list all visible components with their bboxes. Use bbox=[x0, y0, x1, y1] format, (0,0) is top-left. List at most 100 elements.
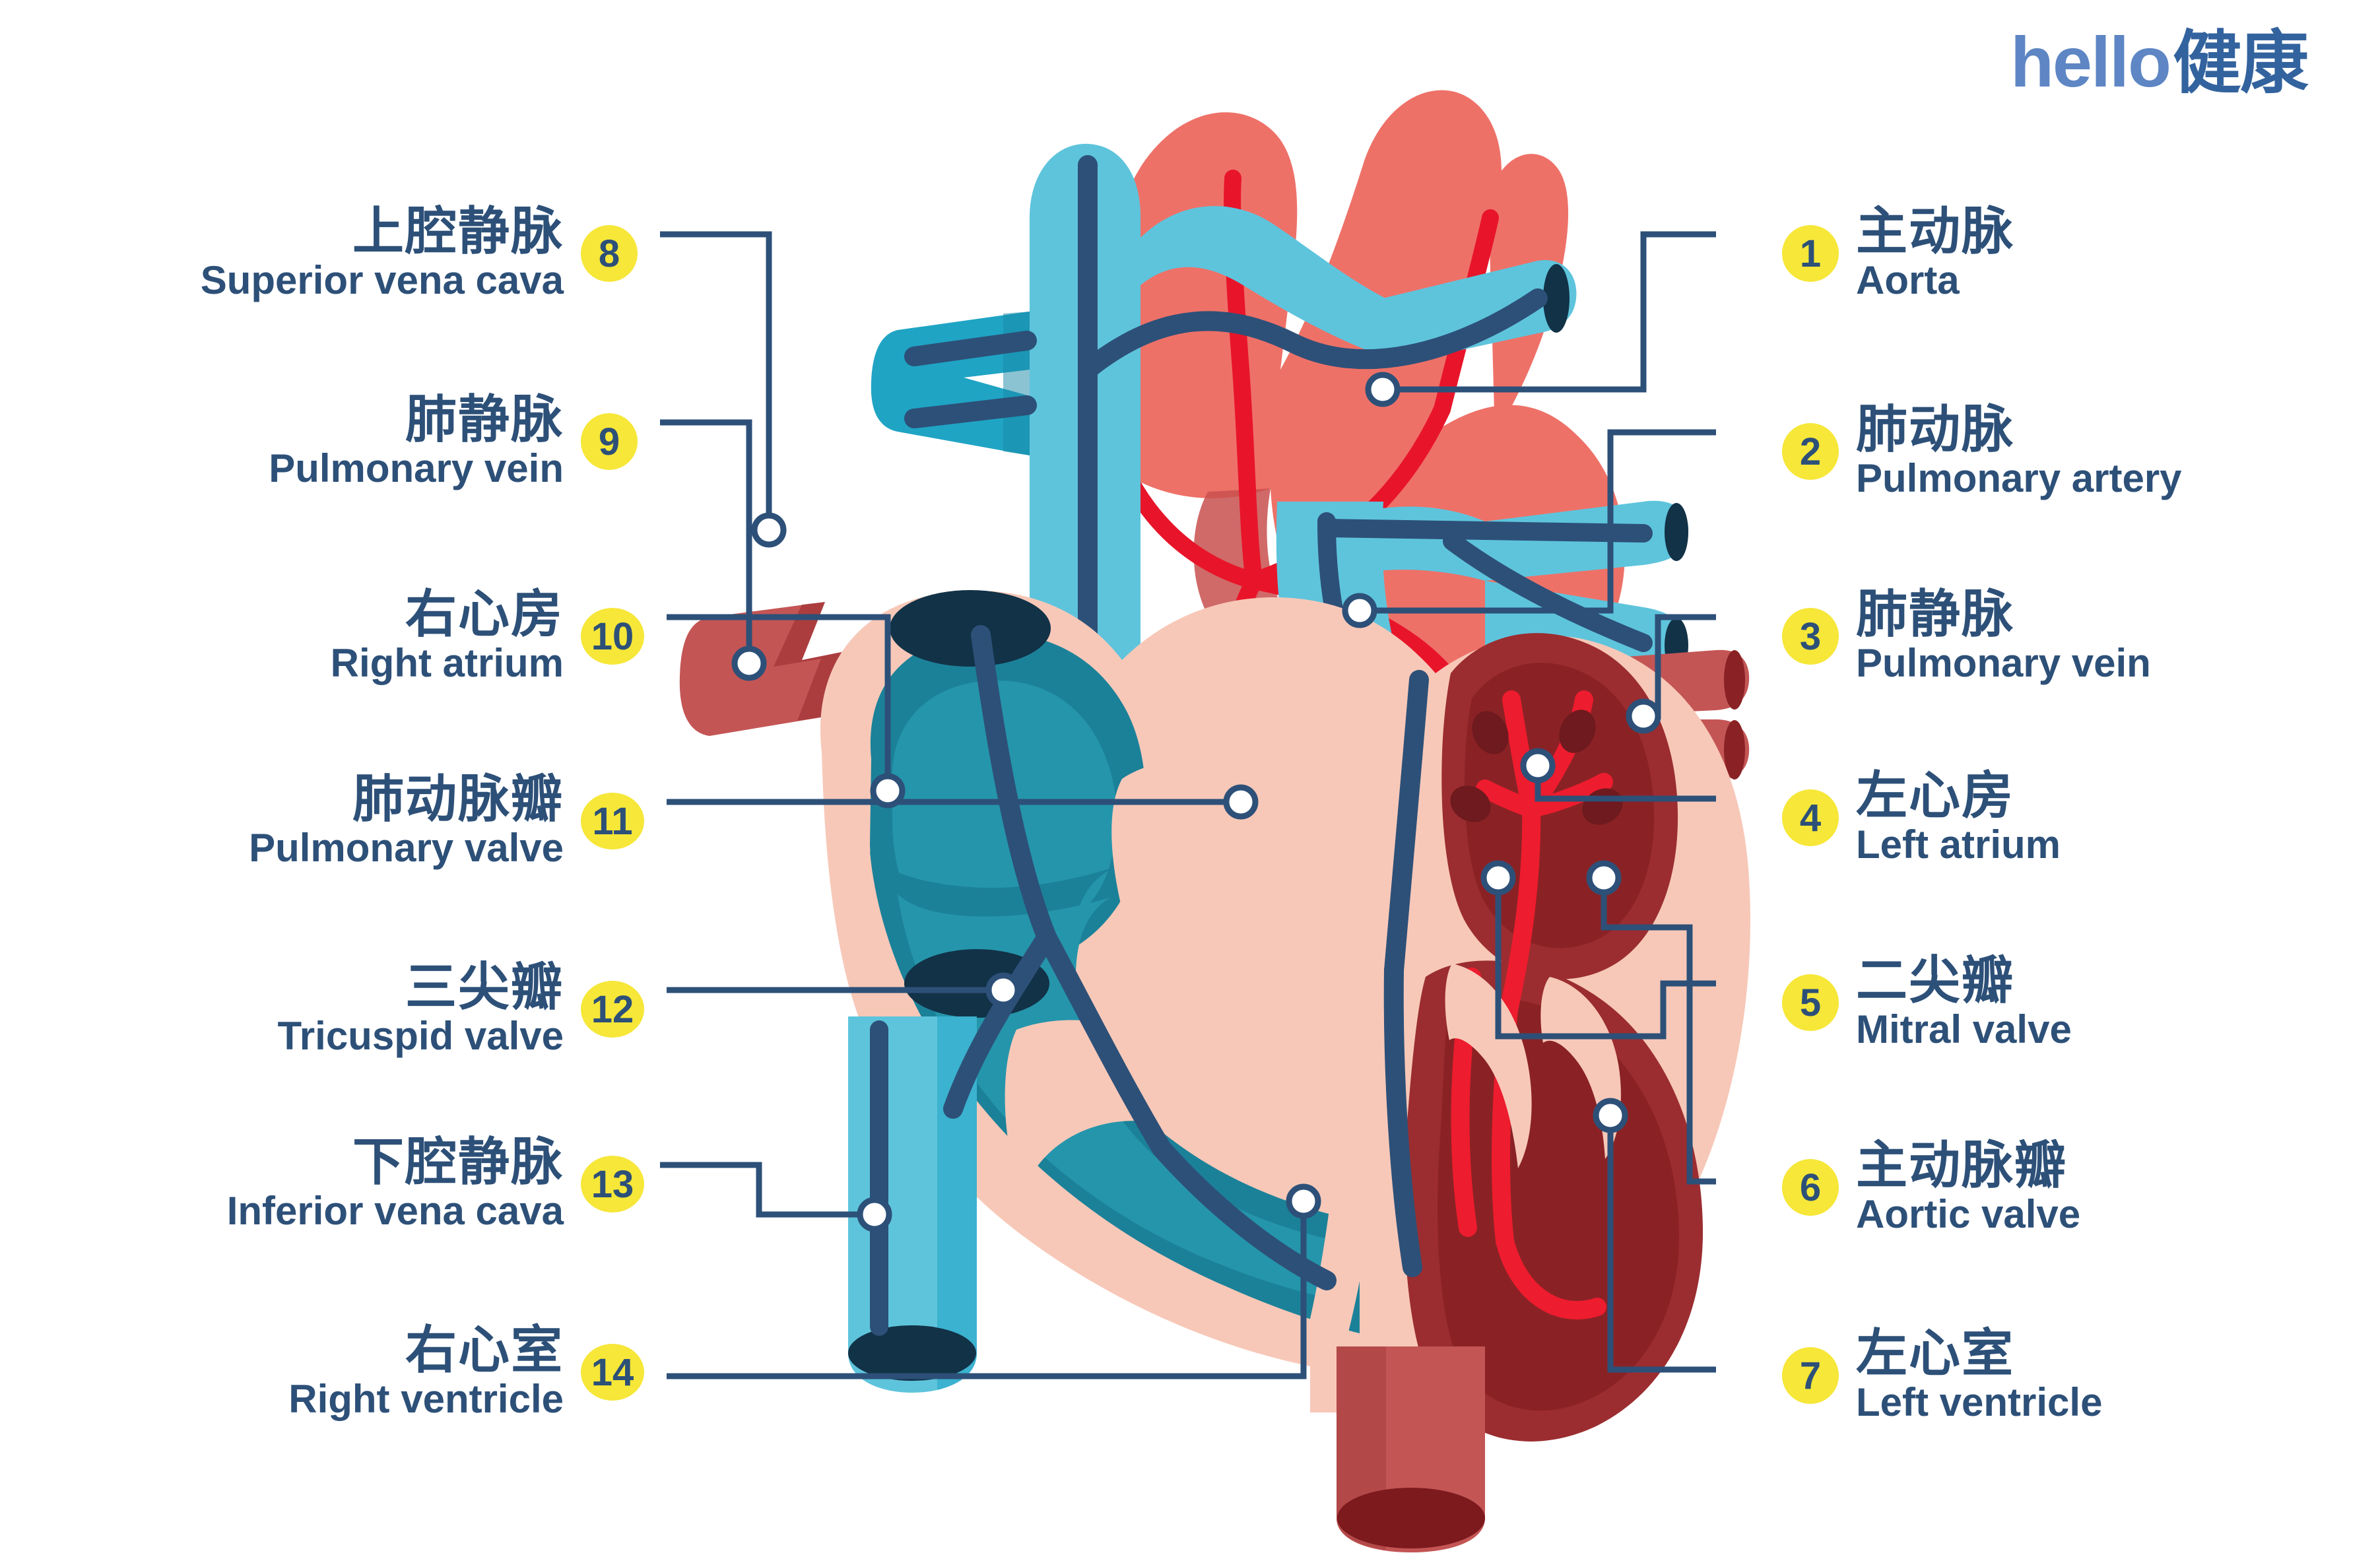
logo-chinese-text: 健康 bbox=[2172, 25, 2309, 102]
dot-8 bbox=[751, 512, 787, 548]
dot-2 bbox=[1342, 593, 1377, 628]
mitral-valve-leaflets bbox=[1445, 964, 1532, 1168]
leader-9 bbox=[660, 419, 752, 663]
label-2-cn: 肺动脉 bbox=[1856, 400, 2015, 458]
dot-5 bbox=[1480, 860, 1516, 896]
label-6-aortic-valve[interactable]: 6 主动脉瓣 Aortic valve bbox=[1782, 1136, 2081, 1237]
badge-2[interactable]: 2 bbox=[1782, 423, 1839, 481]
ivc-lumen bbox=[848, 1325, 976, 1381]
label-11-en: Pulmonary valve bbox=[249, 826, 564, 871]
leader-1 bbox=[1383, 231, 1716, 393]
dot-6 bbox=[1586, 860, 1622, 896]
label-1-aorta[interactable]: 1 主动脉 Aorta bbox=[1782, 202, 2015, 303]
label-9-pulmonary-vein[interactable]: 肺静脉 Pulmonary vein 9 bbox=[269, 390, 638, 491]
label-3-pulmonary-vein[interactable]: 3 肺静脉 Pulmonary vein bbox=[1782, 587, 2151, 685]
dot-3 bbox=[1626, 698, 1661, 734]
svc-fork-right bbox=[1140, 206, 1399, 362]
leader-10 bbox=[667, 614, 891, 791]
badge-12[interactable]: 12 bbox=[581, 981, 644, 1038]
badge-8[interactable]: 8 bbox=[581, 225, 638, 282]
dot-1 bbox=[1365, 372, 1401, 407]
dot-12 bbox=[985, 972, 1021, 1008]
label-10-right-atrium[interactable]: 右心房 Right atrium 10 bbox=[331, 587, 644, 685]
label-6-en: Aortic valve bbox=[1856, 1192, 2081, 1237]
badge-14[interactable]: 14 bbox=[581, 1344, 644, 1401]
leader-lines bbox=[660, 231, 1716, 1379]
badge-3[interactable]: 3 bbox=[1782, 608, 1839, 665]
label-2-pulmonary-artery[interactable]: 2 肺动脉 Pulmonary artery bbox=[1782, 400, 2182, 501]
descending-aorta-group bbox=[1337, 1346, 1485, 1552]
label-4-cn: 左心房 bbox=[1856, 766, 2015, 824]
label-14-right-ventricle[interactable]: 右心室 Right ventricle 14 bbox=[288, 1323, 644, 1421]
pa-lumen-upper bbox=[1665, 503, 1688, 561]
label-4-en: Left atrium bbox=[1856, 822, 2061, 867]
label-5-cn: 二尖瓣 bbox=[1856, 951, 2015, 1009]
leader-6 bbox=[1601, 878, 1716, 1185]
leader-14 bbox=[667, 1201, 1307, 1379]
label-3-cn: 肺静脉 bbox=[1856, 585, 2015, 643]
badge-9[interactable]: 9 bbox=[581, 413, 638, 471]
badge-4[interactable]: 4 bbox=[1782, 789, 1839, 847]
label-6-cn: 主动脉瓣 bbox=[1856, 1136, 2068, 1194]
label-7-en: Left ventricle bbox=[1856, 1380, 2103, 1425]
dot-4 bbox=[1520, 748, 1556, 783]
label-10-cn: 右心房 bbox=[405, 585, 564, 643]
label-14-cn: 右心室 bbox=[405, 1321, 564, 1379]
dot-13 bbox=[857, 1197, 892, 1232]
leader-7 bbox=[1607, 1115, 1716, 1373]
ra-lumen-top bbox=[890, 590, 1051, 667]
label-13-cn: 下腔静脉 bbox=[352, 1133, 564, 1191]
lpv-lumen-upper bbox=[1724, 650, 1745, 710]
brand-logo: hello 健康 bbox=[2010, 22, 2309, 102]
label-8-superior-vena-cava[interactable]: 上腔静脉 Superior vena cava 8 bbox=[200, 202, 638, 303]
label-1-cn: 主动脉 bbox=[1856, 202, 2015, 260]
badge-6[interactable]: 6 bbox=[1782, 1159, 1839, 1216]
leader-13 bbox=[660, 1162, 875, 1218]
label-9-en: Pulmonary vein bbox=[269, 446, 564, 491]
leader-2 bbox=[1360, 429, 1716, 614]
descending-aorta-lumen bbox=[1337, 1488, 1485, 1548]
dot-7 bbox=[1593, 1098, 1628, 1133]
label-8-cn: 上腔静脉 bbox=[352, 202, 564, 260]
label-8-en: Superior vena cava bbox=[200, 258, 564, 303]
label-12-en: Tricuspid valve bbox=[277, 1014, 564, 1059]
label-3-en: Pulmonary vein bbox=[1856, 641, 2151, 686]
label-12-tricuspid-valve[interactable]: 三尖瓣 Tricuspid valve 12 bbox=[277, 960, 644, 1058]
label-4-left-atrium[interactable]: 4 左心房 Left atrium bbox=[1782, 766, 2061, 867]
badge-13[interactable]: 13 bbox=[581, 1156, 644, 1213]
badge-11[interactable]: 11 bbox=[581, 793, 644, 850]
label-11-pulmonary-valve[interactable]: 肺动脉瓣 Pulmonary valve 11 bbox=[249, 772, 644, 870]
label-10-en: Right atrium bbox=[330, 641, 564, 686]
badge-5[interactable]: 5 bbox=[1782, 974, 1839, 1032]
dot-14 bbox=[1286, 1183, 1321, 1219]
leader-8 bbox=[660, 231, 772, 530]
label-12-cn: 三尖瓣 bbox=[405, 958, 564, 1016]
label-1-en: Aorta bbox=[1856, 258, 1960, 303]
dot-9 bbox=[731, 646, 767, 681]
logo-hello-text: hello bbox=[2010, 22, 2171, 102]
label-2-en: Pulmonary artery bbox=[1856, 456, 2182, 501]
label-9-cn: 肺静脉 bbox=[405, 390, 564, 448]
label-5-en: Mitral valve bbox=[1856, 1007, 2072, 1052]
label-13-en: Inferior vena cava bbox=[226, 1189, 564, 1234]
dot-10 bbox=[870, 773, 906, 809]
lpv-lumen-lower bbox=[1724, 720, 1745, 780]
leader-5 bbox=[1495, 878, 1716, 1040]
label-13-inferior-vena-cava[interactable]: 下腔静脉 Inferior vena cava 13 bbox=[227, 1135, 644, 1233]
interventricular-septum bbox=[1294, 774, 1389, 1340]
label-7-left-ventricle[interactable]: 7 左心室 Left ventricle bbox=[1782, 1324, 2103, 1425]
left-heart-group bbox=[1404, 633, 1703, 1442]
label-11-cn: 肺动脉瓣 bbox=[352, 770, 564, 828]
leader-dots bbox=[731, 372, 1661, 1232]
superior-vena-cava-group bbox=[871, 143, 1577, 723]
vein-stripes bbox=[904, 155, 1548, 723]
label-14-en: Right ventricle bbox=[288, 1377, 564, 1422]
svc-stub-lumen bbox=[1543, 264, 1570, 333]
label-7-cn: 左心室 bbox=[1856, 1324, 2015, 1382]
badge-10[interactable]: 10 bbox=[581, 608, 644, 665]
dot-11 bbox=[1223, 784, 1259, 820]
badge-1[interactable]: 1 bbox=[1782, 225, 1839, 282]
badge-7[interactable]: 7 bbox=[1782, 1347, 1839, 1405]
label-5-mitral-valve[interactable]: 5 二尖瓣 Mitral valve bbox=[1782, 951, 2072, 1052]
